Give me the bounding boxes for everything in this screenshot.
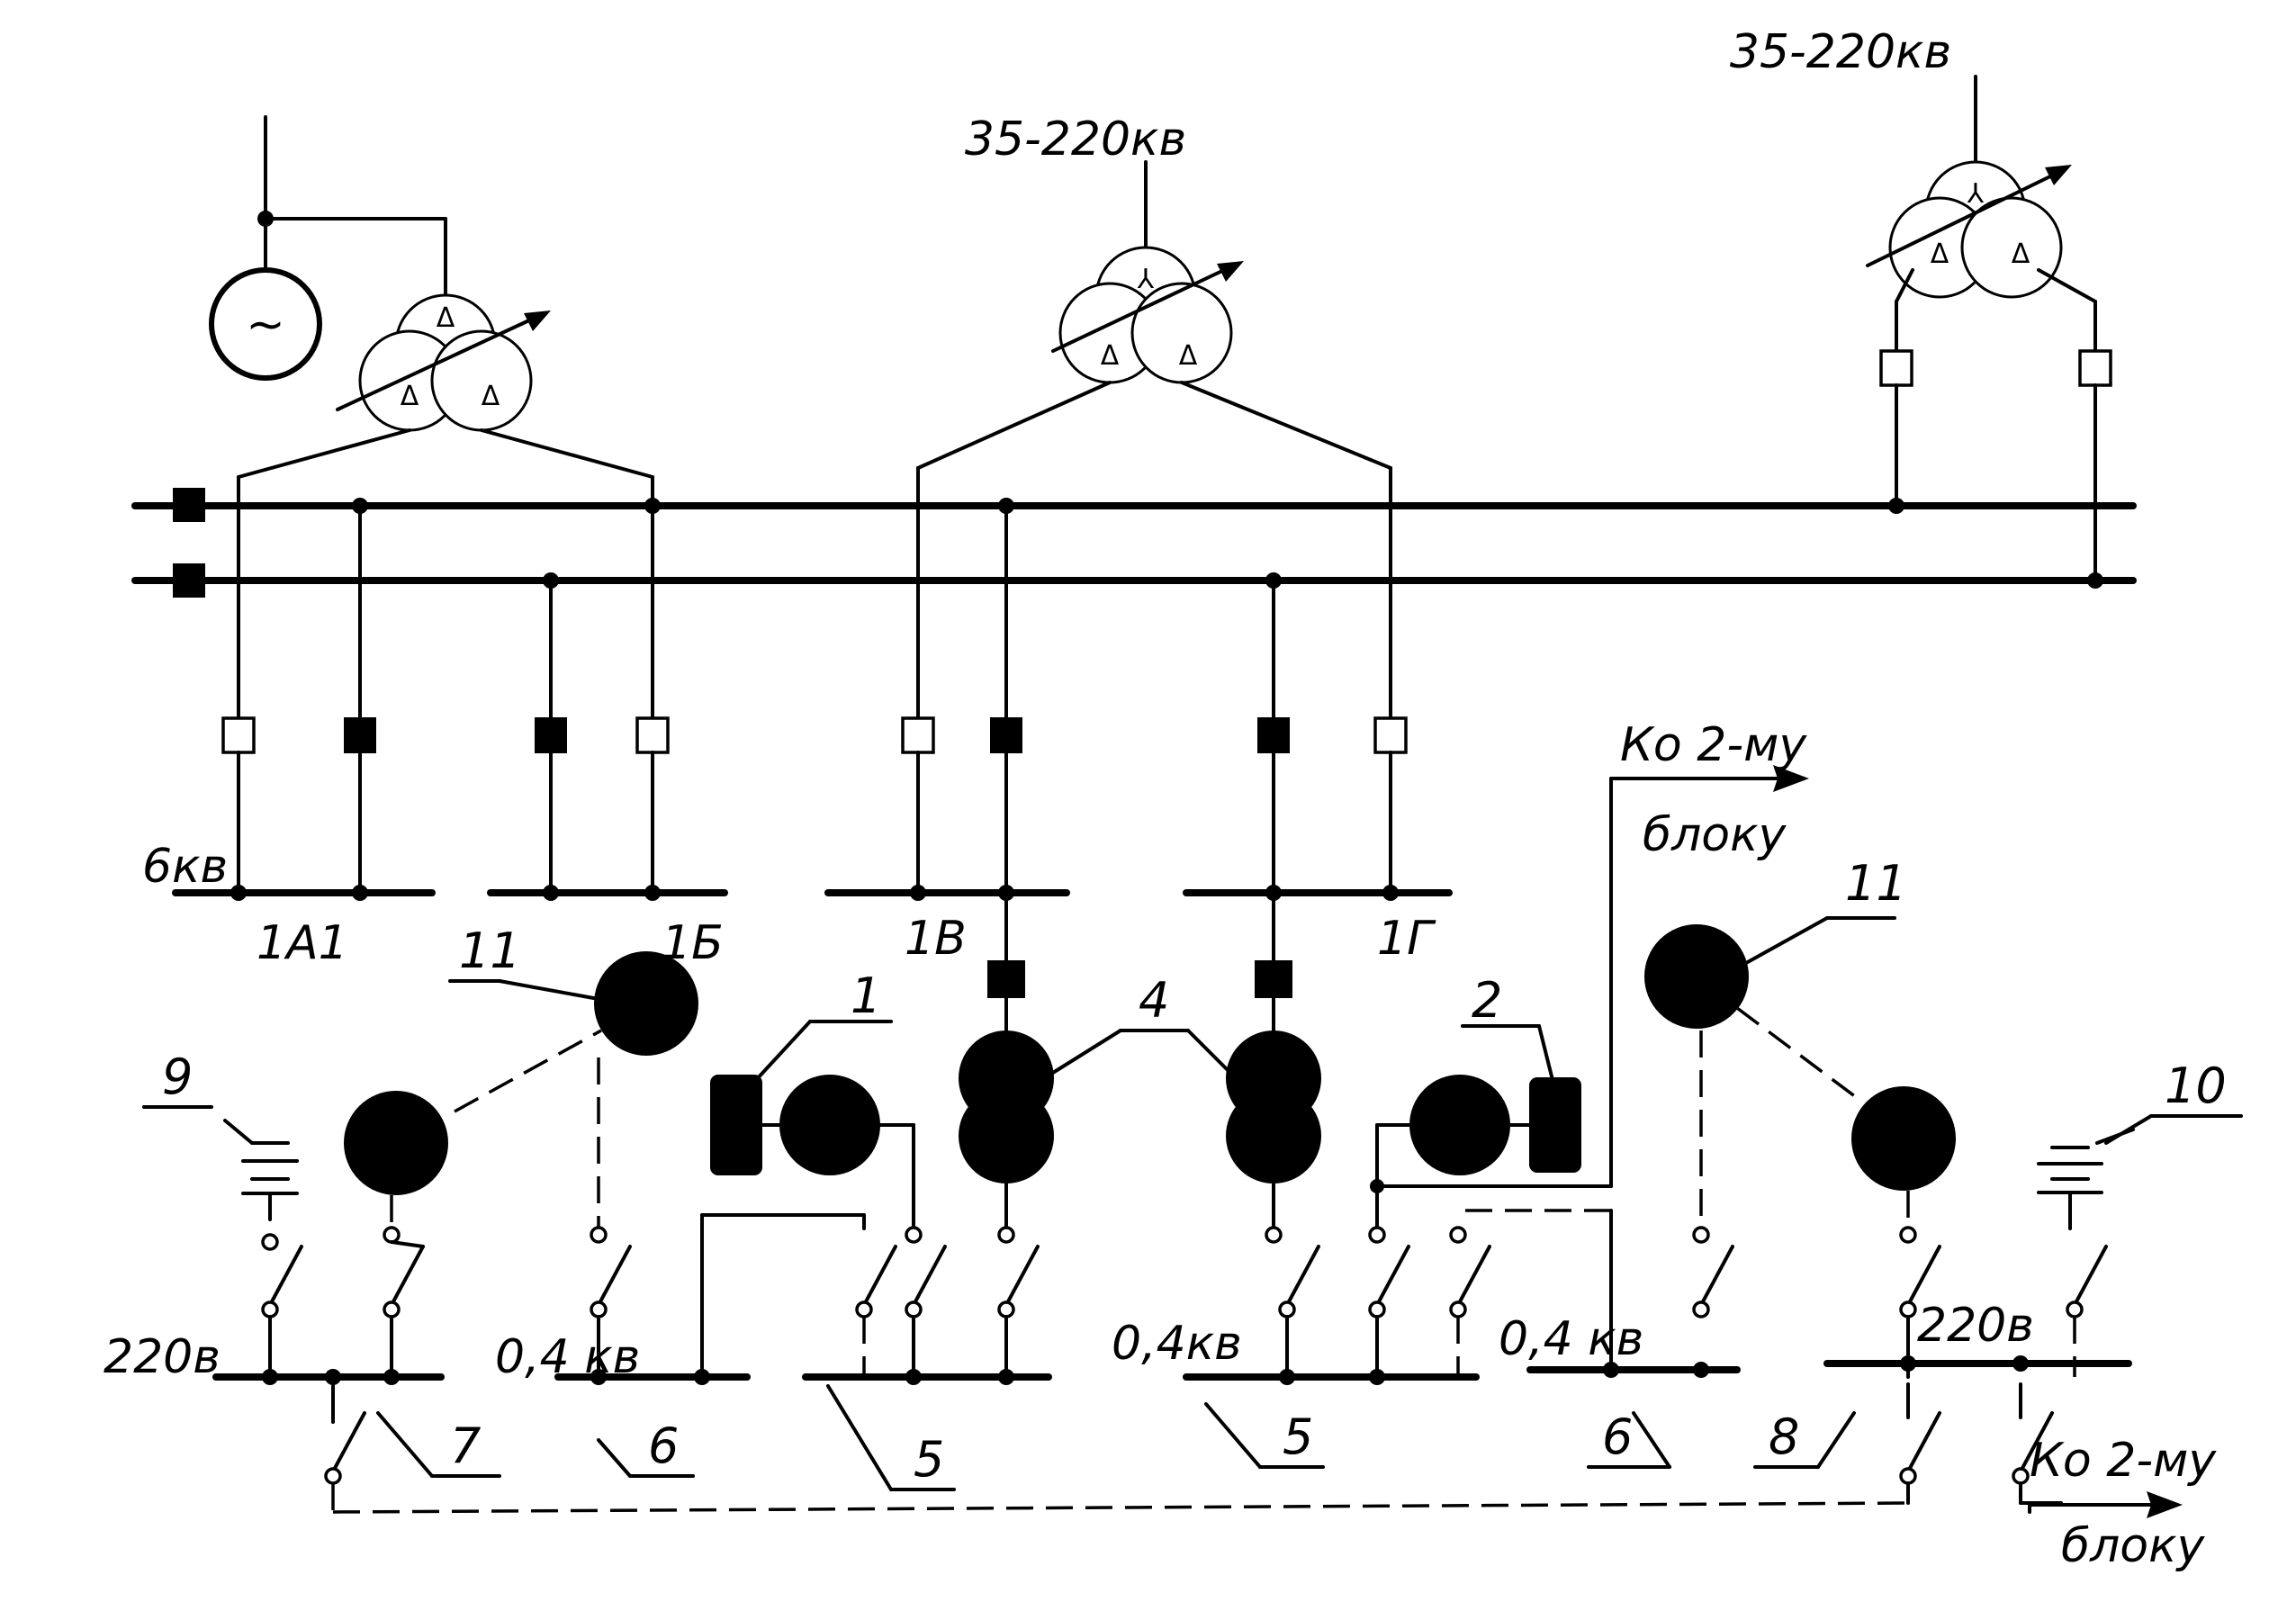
- feeders-6kv: [221, 466, 1408, 895]
- switch-icon: [997, 1245, 1040, 1379]
- aux-transformers: [959, 891, 1321, 1244]
- voltage-6kv: 6кв: [142, 840, 228, 894]
- svg-text:⅄: ⅄: [1138, 264, 1155, 295]
- generator-symbol: ~: [246, 298, 285, 352]
- voltage-220v-left: 220в: [104, 1330, 221, 1384]
- callout-8: 8: [1769, 1408, 1799, 1465]
- circuit-breaker: [1879, 349, 1913, 387]
- exciter-icon: [710, 1075, 762, 1175]
- switch-icon: [324, 1384, 366, 1485]
- arrow-icon: [2147, 1491, 2183, 1518]
- machine-icon: [344, 1091, 448, 1195]
- switch-icon: [855, 1245, 897, 1377]
- circuit-breaker: [173, 488, 205, 522]
- to-block-bottom-2: блоку: [2061, 1519, 2206, 1573]
- switch-icon: [1449, 1226, 1491, 1377]
- battery-icon: [2037, 1128, 2135, 1230]
- winding-symbol: Δ: [1931, 238, 1949, 270]
- mg-set-right: [1644, 924, 2135, 1244]
- switch-icon: [590, 1245, 632, 1379]
- exciter-icon: [1529, 1077, 1581, 1173]
- circuit-breaker: [1373, 716, 1408, 754]
- switch-icon: [905, 1245, 947, 1379]
- circuit-breaker: [221, 716, 256, 754]
- switch-icon: [383, 1240, 425, 1379]
- bus-sections-6kv: 6кв 1А1 1Б 1В 1Г: [142, 840, 1453, 970]
- transformer-right-icon: 35-220кв ⅄ Δ Δ: [1730, 25, 2112, 589]
- callout-5-left: 5: [914, 1431, 944, 1488]
- machine-icon: [1644, 924, 1749, 1029]
- callout-10: 10: [2165, 1058, 2227, 1114]
- lv-buses: 220в 0,4 кв 0,4кв 0,4 кв 220в: [104, 1209, 2132, 1385]
- voltage-220v-right: 220в: [1917, 1299, 2034, 1353]
- svg-text:⅄: ⅄: [1967, 178, 1985, 210]
- winding-symbol: Δ: [1101, 340, 1120, 372]
- circuit-breaker: [535, 717, 567, 753]
- winding-symbol: Δ: [2012, 238, 2030, 270]
- circuit-breaker: [173, 563, 205, 598]
- circuit-breaker: [344, 717, 376, 753]
- battery-icon: [223, 1119, 299, 1221]
- to-block-top-2: блоку: [1643, 808, 1787, 862]
- section-1g: 1Г: [1377, 912, 1436, 966]
- callouts: 1 2 4 5 5 6 6 7 8 9 10 11: [142, 855, 2243, 1491]
- to-block-top-1: Ко 2-му: [1620, 718, 1807, 772]
- voltage-04kv-left: 0,4 кв: [495, 1330, 640, 1384]
- section-1v: 1В: [905, 912, 967, 966]
- generator-group: ~: [209, 115, 447, 381]
- mg-set-left: [223, 951, 698, 1244]
- motor-icon: [1409, 1075, 1510, 1175]
- callout-4: 4: [1139, 972, 1169, 1029]
- generator-icon: [209, 267, 322, 381]
- switch-icon: [1899, 1382, 1941, 1505]
- tie-line: [332, 1501, 1909, 1514]
- to-block-bottom-1: Ко 2-му: [2030, 1434, 2217, 1488]
- callout-1: 1: [851, 968, 881, 1024]
- motor-generator-2: [1368, 765, 1809, 1244]
- switch-icon: [1278, 1245, 1320, 1379]
- winding-symbol: Δ: [401, 381, 419, 412]
- transformer-left-icon: Δ Δ Δ: [237, 293, 654, 479]
- winding-symbol: Δ: [1179, 340, 1198, 372]
- motor-icon: [779, 1075, 880, 1175]
- circuit-breaker: [901, 716, 935, 754]
- callout-5-right: 5: [1283, 1408, 1313, 1465]
- hv-label-center: 35-220кв: [965, 112, 1186, 166]
- machine-icon: [594, 951, 698, 1056]
- callout-6-right: 6: [1602, 1408, 1633, 1465]
- circuit-breaker: [990, 717, 1022, 753]
- hv-label-right: 35-220кв: [1730, 25, 1951, 79]
- circuit-breaker: [2078, 349, 2112, 387]
- switch-icon: [2066, 1245, 2108, 1377]
- callout-7: 7: [450, 1418, 481, 1474]
- switch-icon: [261, 1233, 303, 1379]
- switch-icon: [1692, 1245, 1734, 1318]
- circuit-breaker: [1257, 717, 1290, 753]
- switch-icon: [1368, 1245, 1410, 1379]
- motor-generator-1: [710, 1075, 923, 1244]
- section-1a1: 1А1: [257, 916, 348, 970]
- circuit-breaker: [1255, 960, 1292, 998]
- callout-2: 2: [1472, 972, 1502, 1029]
- voltage-04kv-center: 0,4кв: [1112, 1317, 1242, 1371]
- winding-symbol: Δ: [437, 302, 455, 334]
- circuit-breaker: [987, 960, 1025, 998]
- callout-11-right: 11: [1845, 855, 1907, 912]
- callout-11-left: 11: [459, 922, 521, 979]
- reserve-bus-group: [131, 488, 2137, 598]
- callout-9: 9: [162, 1048, 193, 1105]
- voltage-04kv-right: 0,4 кв: [1499, 1312, 1643, 1366]
- circuit-breaker: [635, 716, 670, 754]
- winding-symbol: Δ: [482, 381, 500, 412]
- transformer-center-icon: 35-220кв ⅄ Δ Δ: [916, 112, 1392, 470]
- machine-icon: [1851, 1086, 1956, 1191]
- callout-6-left: 6: [648, 1418, 679, 1474]
